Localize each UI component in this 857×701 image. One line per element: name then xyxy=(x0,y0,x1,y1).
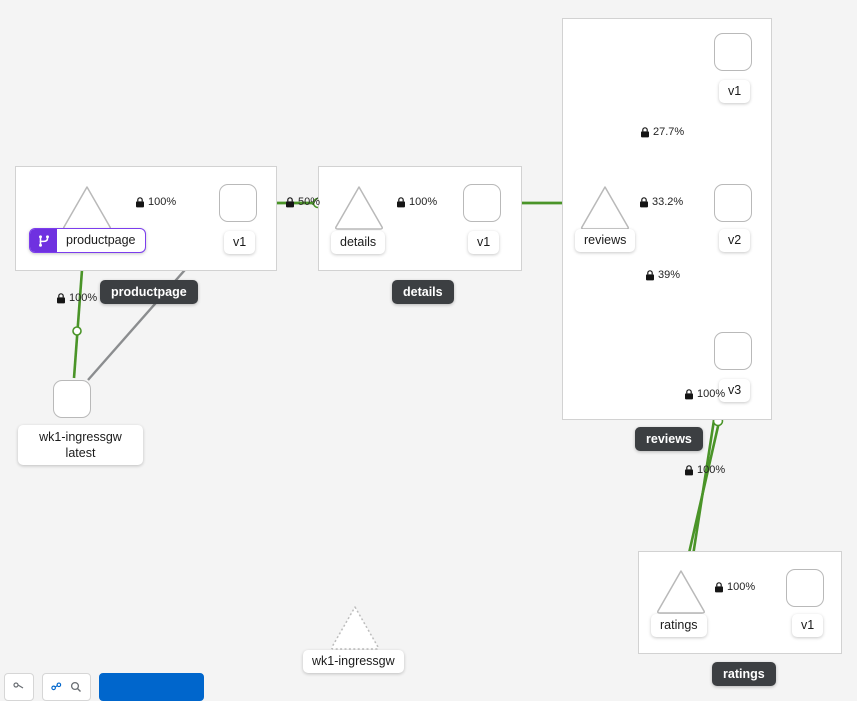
workflow-icon xyxy=(30,229,57,252)
node-service-ratings[interactable] xyxy=(655,569,707,615)
node-label-reviews-v1[interactable]: v1 xyxy=(719,80,751,103)
node-workload-reviews-v1[interactable] xyxy=(714,33,752,71)
box-tooltip-ratings: ratings xyxy=(712,662,776,686)
node-label-details-v1[interactable]: v1 xyxy=(468,231,500,254)
node-workload-productpage-v1[interactable] xyxy=(219,184,257,222)
node-service-ingressgw-idle[interactable] xyxy=(329,605,381,651)
lock-icon xyxy=(56,292,66,304)
node-workload-details-v1[interactable] xyxy=(463,184,501,222)
node-workload-ratings-v1[interactable] xyxy=(786,569,824,607)
box-tooltip-reviews: reviews xyxy=(635,427,703,451)
node-label-productpage-v1[interactable]: v1 xyxy=(224,231,256,254)
edge-percent: 50% xyxy=(298,196,321,208)
box-tooltip-productpage: productpage xyxy=(100,280,198,304)
node-workload-reviews-v2[interactable] xyxy=(714,184,752,222)
edge-label-ingressgw-to-productpage: 100% xyxy=(56,292,97,304)
toolbar-primary-button[interactable] xyxy=(99,673,204,701)
edge-percent: 100% xyxy=(697,464,726,476)
node-label-details[interactable]: details xyxy=(331,231,386,254)
lock-icon xyxy=(684,464,694,476)
search-icon xyxy=(70,681,81,692)
legend-icon xyxy=(13,682,24,689)
graph-icon xyxy=(51,682,62,691)
edge-label-reviews-v2-to-ratings: 100% xyxy=(684,464,725,476)
toolbar-zoom-chip[interactable] xyxy=(42,673,91,701)
node-label-productpage[interactable]: productpage xyxy=(29,228,146,253)
node-label-ratings[interactable]: ratings xyxy=(651,614,707,637)
node-workload-ingressgw[interactable] xyxy=(53,380,91,418)
node-label-ingressgw-line1: wk1-ingressgw xyxy=(39,430,122,444)
lock-icon xyxy=(285,196,295,208)
node-service-details[interactable] xyxy=(333,185,385,231)
node-label-reviews-v2[interactable]: v2 xyxy=(719,229,751,252)
node-label-reviews[interactable]: reviews xyxy=(575,229,636,252)
node-label-ingressgw-idle[interactable]: wk1-ingressgw xyxy=(303,650,404,673)
node-label-ingressgw[interactable]: wk1-ingressgw latest xyxy=(18,425,143,465)
edge-label-productpage-v1-to-details: 50% xyxy=(285,196,320,208)
bottom-toolbar[interactable] xyxy=(0,673,204,701)
edge-percent: 100% xyxy=(69,292,98,304)
toolbar-legend-chip[interactable] xyxy=(4,673,34,701)
box-tooltip-details: details xyxy=(392,280,454,304)
node-label-reviews-v3[interactable]: v3 xyxy=(719,379,751,402)
node-service-productpage[interactable] xyxy=(61,185,113,231)
node-label-ingressgw-line2: latest xyxy=(65,446,96,460)
node-label-ratings-v1[interactable]: v1 xyxy=(792,614,824,637)
node-label-productpage-text: productpage xyxy=(66,233,136,247)
node-workload-reviews-v3[interactable] xyxy=(714,332,752,370)
node-service-reviews[interactable] xyxy=(579,185,631,231)
